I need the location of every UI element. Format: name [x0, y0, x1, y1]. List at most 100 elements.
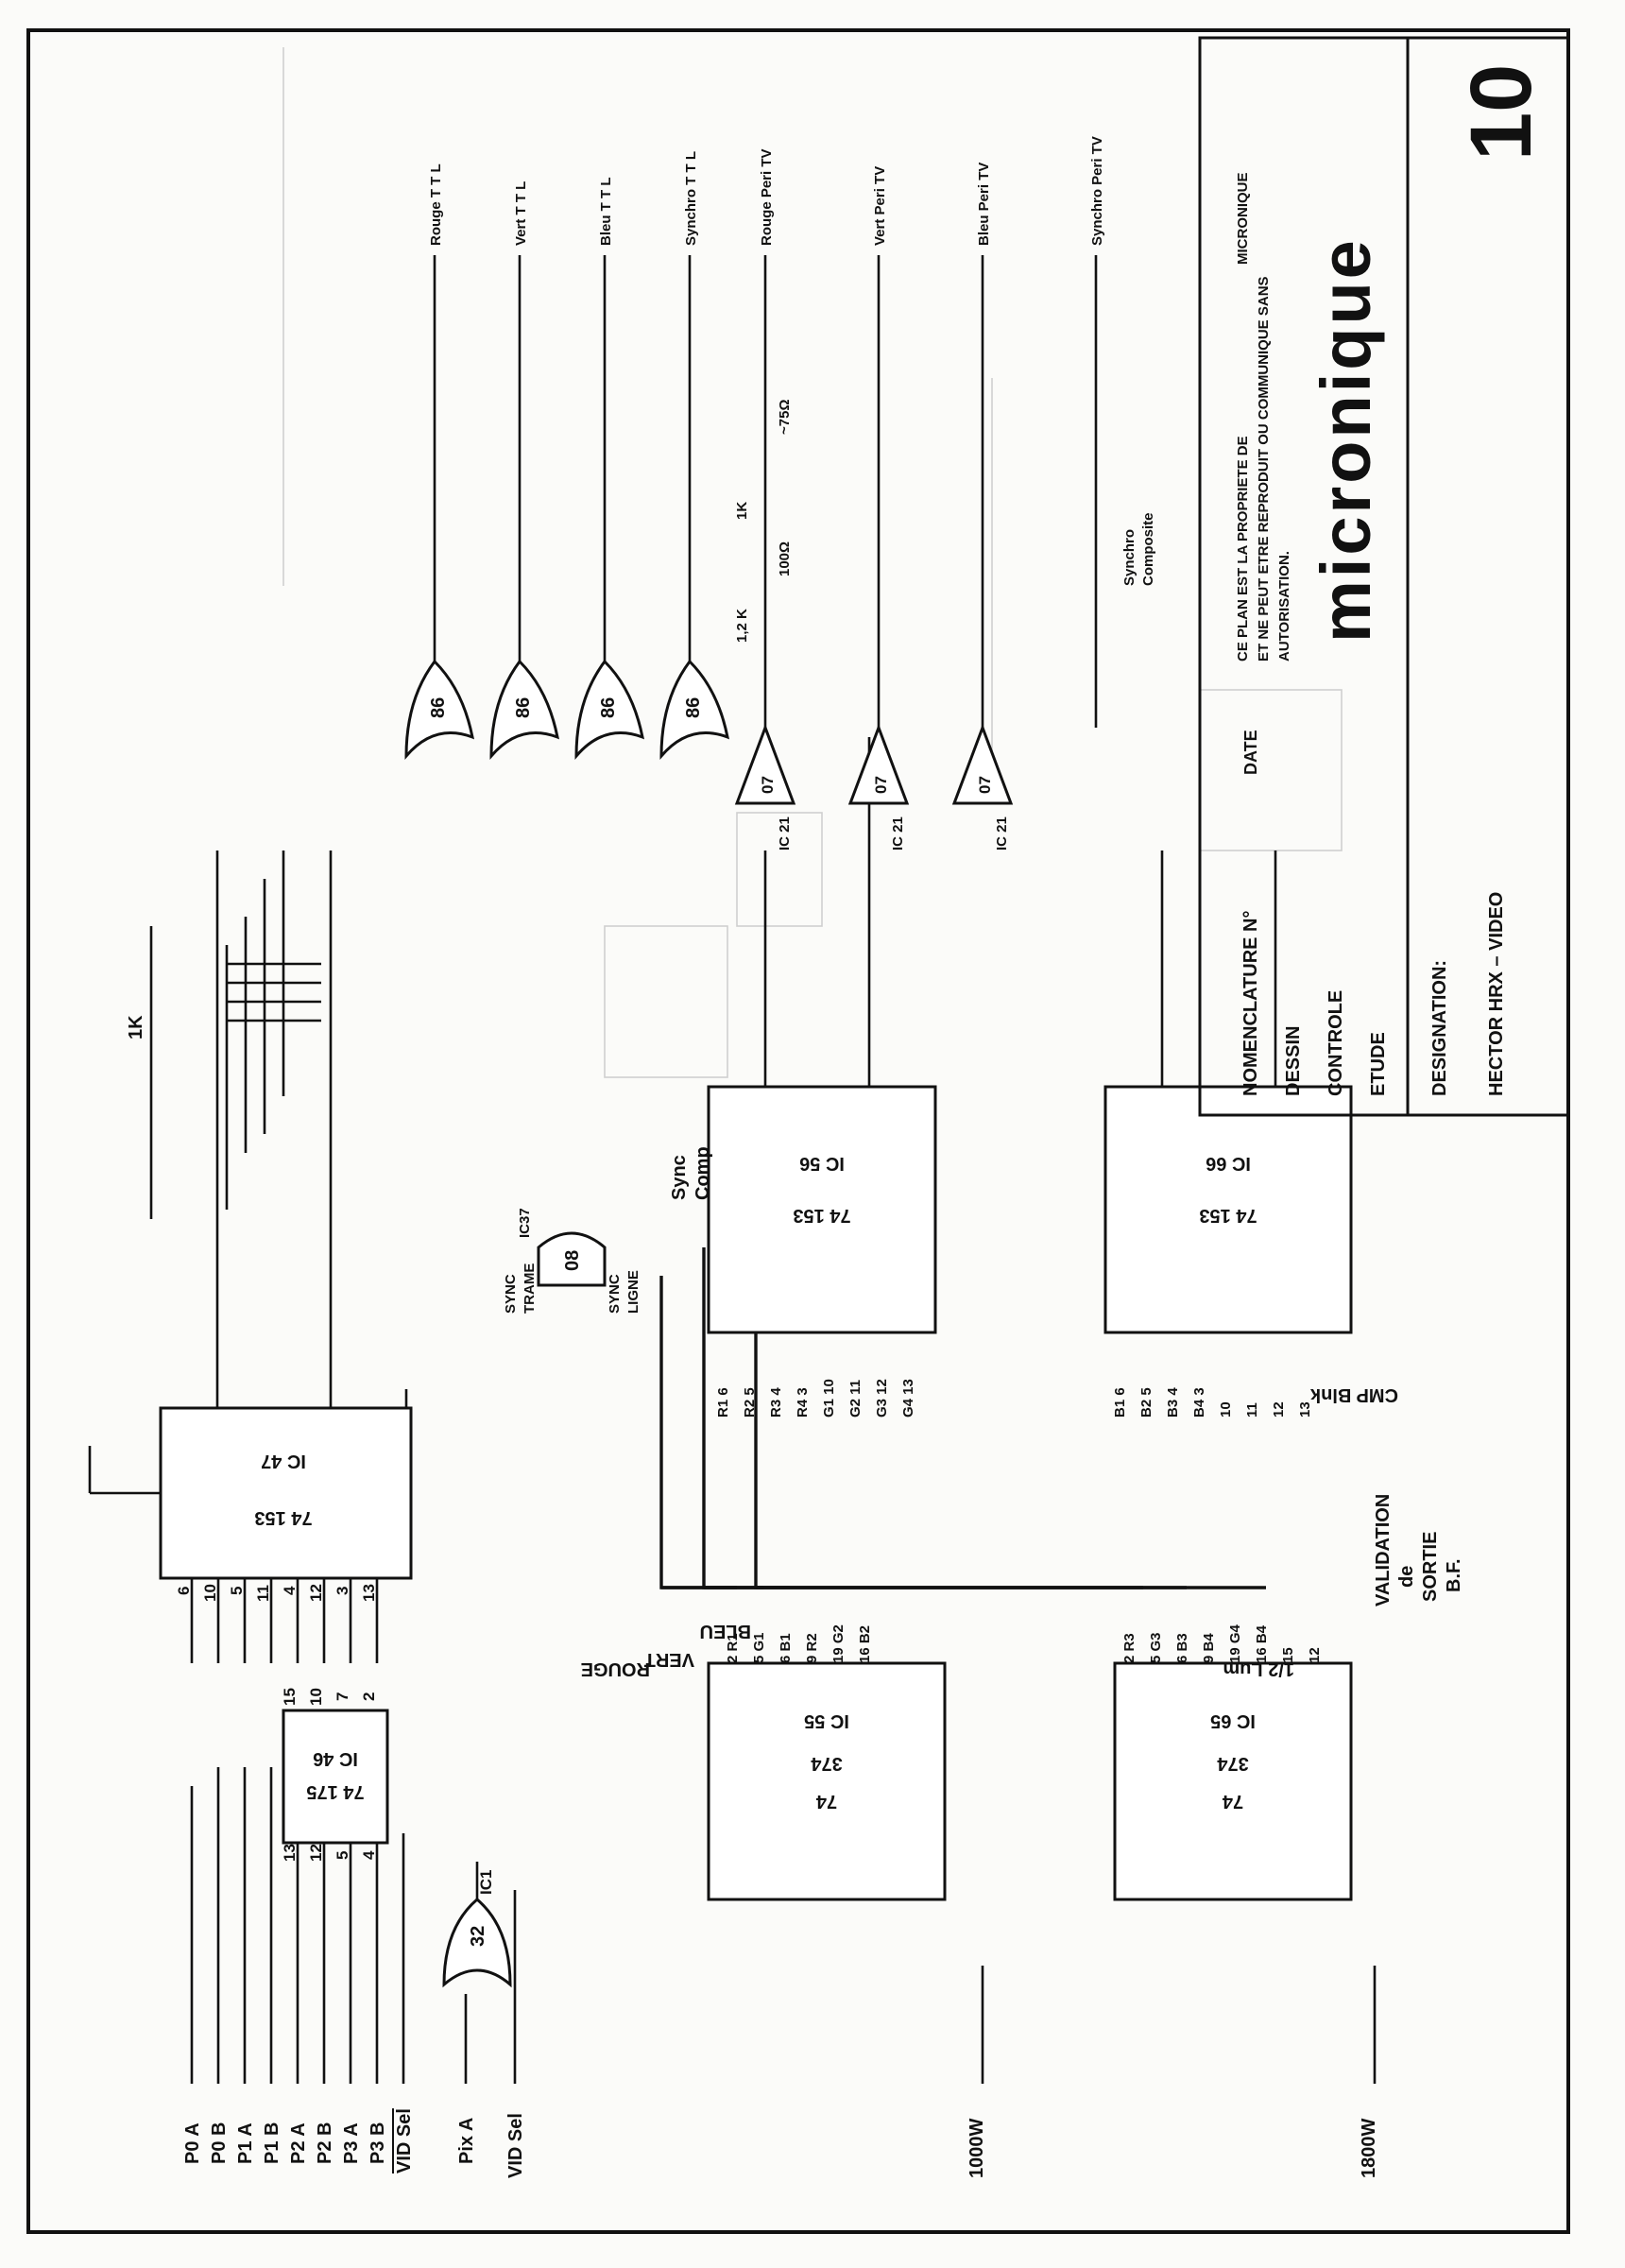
svg-text:B4 3: B4 3 — [1191, 1387, 1207, 1418]
svg-text:32: 32 — [468, 1926, 488, 1947]
svg-text:86: 86 — [428, 697, 449, 718]
svg-text:374: 374 — [810, 1753, 842, 1774]
svg-text:6 B1: 6 B1 — [778, 1633, 794, 1663]
svg-text:12: 12 — [307, 1584, 325, 1602]
svg-text:07: 07 — [759, 776, 777, 794]
pullup-label: 1K — [126, 1015, 146, 1040]
svg-text:5: 5 — [334, 1851, 351, 1860]
tb-designation: HECTOR HRX – VIDEO — [1486, 892, 1507, 1096]
chip-ic47: 74 153 IC 47 6 10 5 11 4 12 3 13 — [88, 850, 413, 1663]
net-validation-1: VALIDATION — [1373, 1494, 1394, 1606]
svg-text:07: 07 — [976, 776, 994, 794]
bus-labels: ROUGE VERT BLEU 1/2 Lum VALIDATION de SO… — [581, 1494, 1464, 1679]
svg-text:15: 15 — [281, 1688, 299, 1706]
svg-text:LIGNE: LIGNE — [625, 1270, 641, 1314]
tb-notice-1: CE PLAN EST LA PROPRIETE DE — [1235, 436, 1251, 662]
out-bleu-ttl: Bleu T T L — [598, 178, 614, 247]
title-block[interactable]: NOMENCLATURE N° DESSIN CONTROLE ETUDE DA… — [1198, 36, 1570, 1117]
svg-text:B3 4: B3 4 — [1165, 1387, 1181, 1418]
net-half-lum: 1/2 Lum — [1223, 1658, 1294, 1679]
svg-text:IC 65: IC 65 — [1210, 1710, 1256, 1731]
svg-text:10: 10 — [201, 1584, 219, 1602]
svg-text:G3 12: G3 12 — [874, 1379, 890, 1418]
net-validation-4: B.F. — [1444, 1558, 1464, 1592]
net-validation-3: SORTIE — [1420, 1532, 1441, 1602]
net-vert: VERT — [644, 1649, 694, 1670]
tb-logo: micronique — [1307, 237, 1385, 643]
input-p1b: P1 B — [262, 2122, 282, 2164]
tb-date-header: DATE — [1241, 730, 1260, 775]
svg-text:15: 15 — [1280, 1647, 1296, 1663]
clock-1800w: 1800W — [1359, 2119, 1379, 2178]
sheet-border — [26, 28, 1570, 2234]
svg-text:IC 46: IC 46 — [313, 1748, 358, 1769]
svg-text:74 153: 74 153 — [1199, 1205, 1257, 1226]
svg-text:6 B3: 6 B3 — [1174, 1633, 1190, 1663]
svg-text:Comp: Comp — [693, 1146, 713, 1200]
svg-text:13: 13 — [1297, 1401, 1313, 1418]
svg-text:6: 6 — [175, 1587, 193, 1595]
svg-text:374: 374 — [1216, 1753, 1248, 1774]
tb-row-1: NOMENCLATURE N° — [1240, 910, 1261, 1096]
svg-text:2 R3: 2 R3 — [1121, 1633, 1138, 1663]
svg-text:86: 86 — [683, 697, 704, 718]
svg-text:IC 56: IC 56 — [799, 1153, 845, 1174]
svg-text:19 G2: 19 G2 — [830, 1624, 847, 1663]
svg-text:10: 10 — [307, 1688, 325, 1706]
svg-text:9 B4: 9 B4 — [1201, 1633, 1217, 1663]
input-p0a: P0 A — [182, 2122, 203, 2164]
svg-text:4: 4 — [360, 1850, 378, 1860]
synchro-composite-1: Synchro — [1121, 529, 1138, 586]
net-rouge: ROUGE — [581, 1658, 650, 1679]
svg-text:SYNC: SYNC — [607, 1274, 623, 1314]
input-p1a: P1 A — [235, 2122, 256, 2164]
svg-text:4: 4 — [281, 1586, 299, 1595]
net-bleu: BLEU — [700, 1621, 751, 1641]
svg-text:74 153: 74 153 — [793, 1205, 850, 1226]
svg-text:9 R2: 9 R2 — [804, 1633, 820, 1663]
cmp-blink-label: CMP Blnk — [1309, 1384, 1398, 1405]
tb-notice-3: AUTORISATION. — [1276, 551, 1292, 662]
tb-notice-2: ET NE PEUT ETRE REPRODUIT OU COMMUNIQUE … — [1256, 276, 1272, 662]
svg-text:07: 07 — [872, 776, 890, 794]
input-wires — [190, 1767, 1377, 2084]
svg-text:74 175: 74 175 — [306, 1781, 364, 1802]
svg-text:3: 3 — [334, 1587, 351, 1595]
jumper-array: 1K — [126, 850, 321, 1219]
svg-text:08: 08 — [562, 1250, 583, 1271]
out-synchro-peri: Synchro Peri TV — [1089, 136, 1105, 246]
svg-text:TRAME: TRAME — [522, 1263, 538, 1314]
svg-text:11: 11 — [1244, 1402, 1260, 1418]
xor-gates: 86 86 86 86 — [404, 659, 730, 761]
input-vid-sel-bar: VID Sel — [394, 2108, 415, 2174]
input-p3b: P3 B — [368, 2122, 388, 2164]
svg-text:5 G3: 5 G3 — [1148, 1632, 1164, 1663]
svg-text:G4 13: G4 13 — [900, 1379, 916, 1418]
svg-text:G1 10: G1 10 — [821, 1379, 837, 1418]
svg-text:19 G4: 19 G4 — [1227, 1624, 1243, 1663]
input-p2a: P2 A — [288, 2122, 309, 2164]
svg-text:R4 3: R4 3 — [795, 1387, 811, 1418]
svg-text:IC 21: IC 21 — [994, 816, 1010, 850]
out-vert-peri: Vert Peri TV — [872, 166, 888, 246]
svg-text:R2 5: R2 5 — [742, 1387, 758, 1418]
rgb-bus — [659, 1219, 1266, 1589]
svg-text:SYNC: SYNC — [503, 1274, 519, 1314]
svg-text:IC 55: IC 55 — [804, 1710, 849, 1731]
svg-text:R1 6: R1 6 — [715, 1387, 731, 1418]
tb-row-4: ETUDE — [1368, 1032, 1389, 1096]
tb-row-3: CONTROLE — [1326, 990, 1346, 1096]
svg-text:5: 5 — [228, 1587, 246, 1595]
svg-text:IC 21: IC 21 — [890, 816, 906, 850]
out-rouge-ttl: Rouge T T L — [428, 163, 444, 246]
svg-text:1K: 1K — [734, 502, 750, 520]
svg-text:12: 12 — [307, 1844, 325, 1862]
svg-text:12: 12 — [1271, 1401, 1287, 1418]
input-p2b: P2 B — [315, 2122, 335, 2164]
out-synchro-ttl: Synchro T T L — [683, 151, 699, 246]
tb-brand-small: MICRONIQUE — [1235, 173, 1251, 266]
tb-designation-label: DESIGNATION: — [1429, 960, 1450, 1096]
